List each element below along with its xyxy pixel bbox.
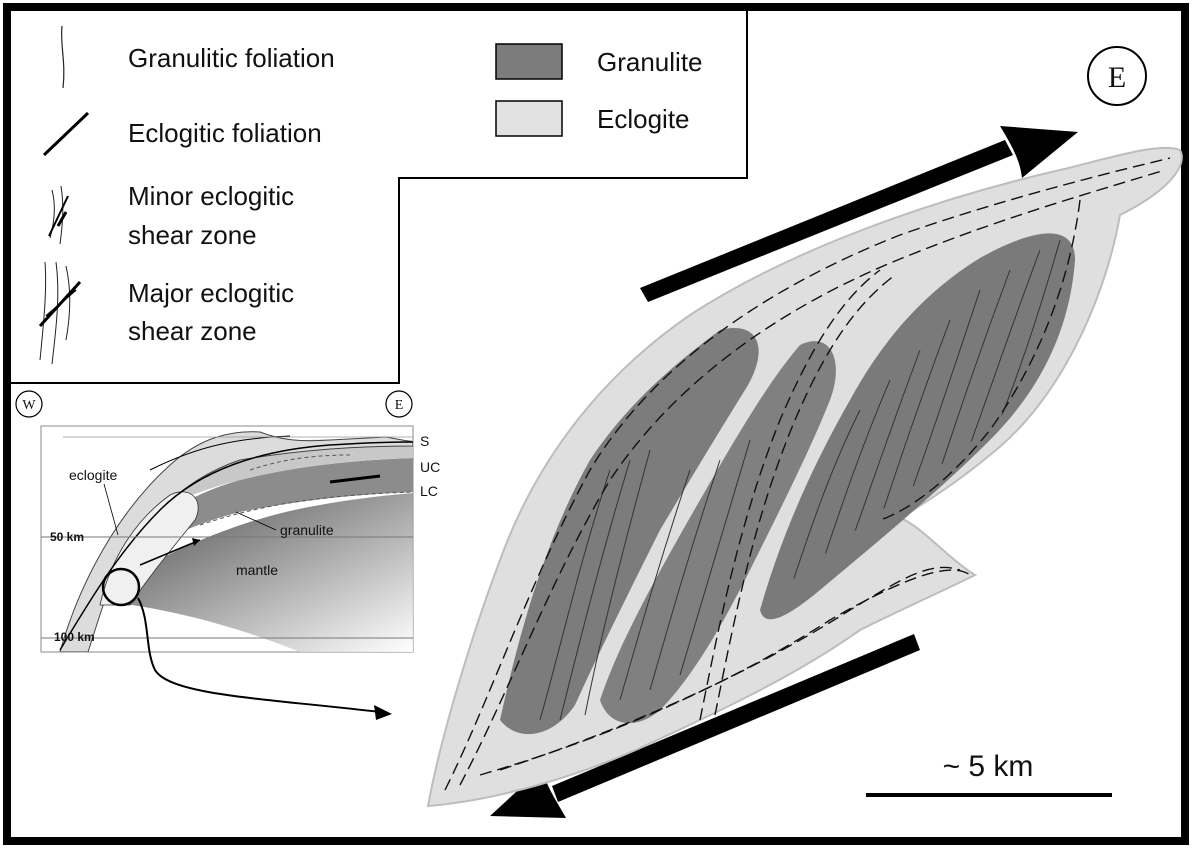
- inset-east-circle: [385, 390, 413, 418]
- mantle-region: [90, 493, 413, 652]
- lower-shear-arrow: [490, 634, 920, 818]
- legend-label-major-shear-zone-line2: shear zone: [128, 316, 257, 346]
- inset-eclogite-body: [99, 491, 199, 606]
- eclogitic-foliation-lines: [444, 157, 1171, 791]
- shear-lens: [426, 146, 1183, 808]
- granulitic-foliation-symbol: [60, 25, 65, 89]
- inset-layer-s: S: [420, 433, 429, 449]
- lower-crust: [90, 458, 413, 605]
- inset-layer-uc: UC: [420, 459, 440, 475]
- east-direction-label: E: [1108, 61, 1126, 94]
- granulite-core-left: [500, 328, 759, 735]
- zoom-connector: [137, 597, 381, 713]
- inset-west-circle: [15, 390, 43, 418]
- outer-frame: [3, 3, 1189, 845]
- legend-label-eclogite: Eclogite: [597, 104, 690, 134]
- major-shear-zone-symbol: [38, 261, 82, 365]
- inset-granulite-leader: [235, 511, 277, 531]
- zoom-arrowhead: [374, 705, 392, 720]
- inset-motion-arrow: [139, 539, 201, 566]
- legend-label-major-shear-zone-line1: Major eclogitic: [128, 278, 294, 308]
- granulitic-foliation-lines: [539, 239, 1061, 721]
- legend-label-granulitic-foliation: Granulitic foliation: [128, 43, 335, 73]
- scale-label: ~ 5 km: [943, 750, 1034, 783]
- legend-label-minor-shear-zone-line1: Minor eclogitic: [128, 181, 294, 211]
- inset-east-label: E: [395, 398, 404, 413]
- inset-label-granulite: granulite: [280, 522, 334, 538]
- inset-depth-50km: 50 km: [50, 530, 84, 544]
- upper-shear-arrow: [640, 126, 1078, 302]
- legend-label-granulite: Granulite: [597, 47, 703, 77]
- inset-cross-section: W E: [15, 390, 440, 720]
- inset-layer-lc: LC: [420, 483, 438, 499]
- granulite-core-right: [760, 233, 1075, 620]
- inset-depth-100km: 100 km: [54, 630, 95, 644]
- zoom-circle: [101, 567, 141, 607]
- inset-eclogite-leader: [103, 483, 119, 536]
- granulite-core-middle: [600, 341, 836, 724]
- subduction-boundary: [59, 441, 413, 651]
- crust-boundary-dashed: [249, 454, 351, 471]
- granulite-swatch: [495, 43, 563, 80]
- east-direction-circle: [1087, 46, 1147, 106]
- eclogite-swatch: [495, 100, 563, 137]
- legend-label-minor-shear-zone-line2: shear zone: [128, 220, 257, 250]
- minor-shear-zone-symbol: [48, 185, 69, 245]
- legend-box-border: [7, 7, 748, 384]
- moho-dashed: [199, 491, 413, 526]
- inset-west-label: W: [22, 398, 36, 413]
- inset-label-eclogite: eclogite: [69, 467, 117, 483]
- legend-label-eclogitic-foliation: Eclogitic foliation: [128, 118, 322, 148]
- inset-label-mantle: mantle: [236, 562, 278, 578]
- inset-motion-bar: [329, 474, 381, 484]
- eclogitic-foliation-symbol: [42, 111, 90, 157]
